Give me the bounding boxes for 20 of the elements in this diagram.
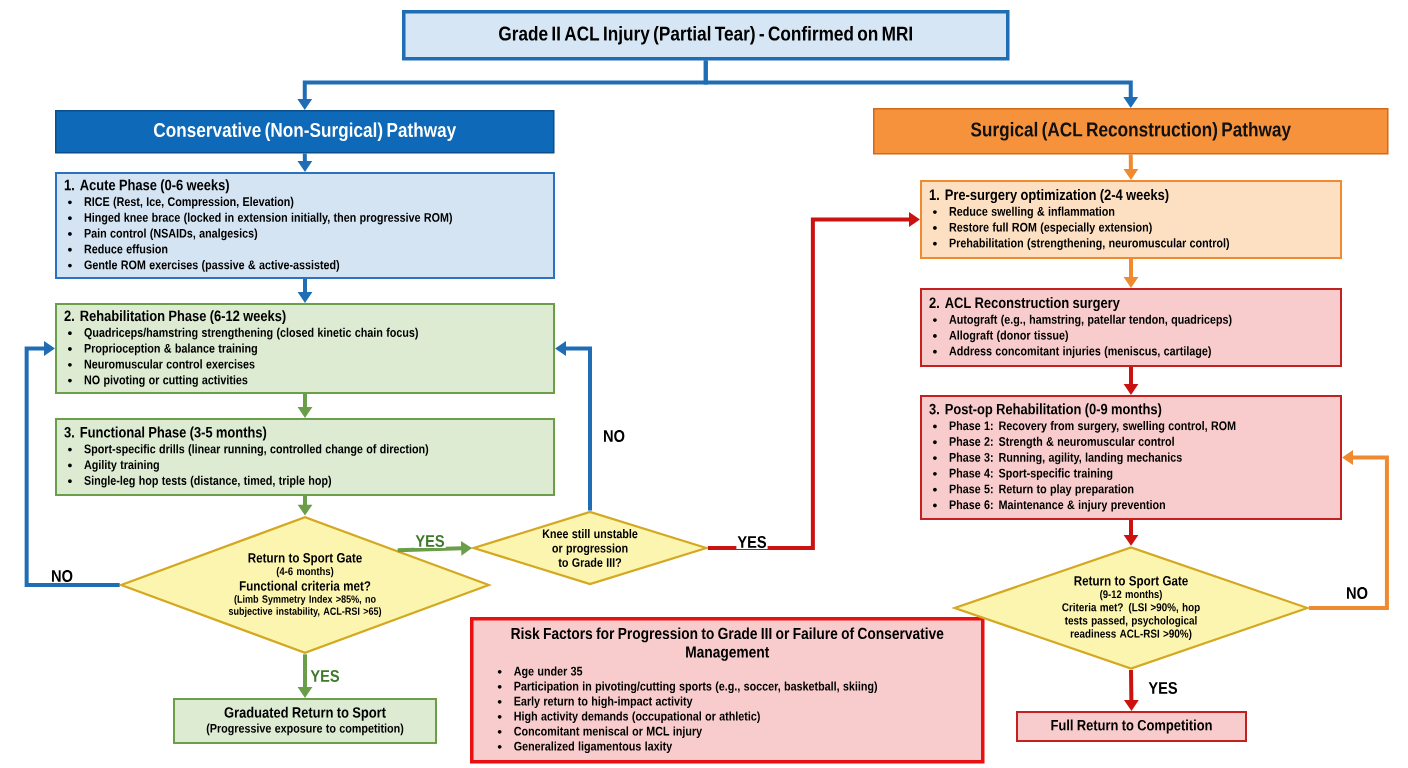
risk-factor-box: Risk Factors for Progression to Grade III or Failure of Conservative Management Age under 35 Participation in pivoting/cutting sports (e.g., soccer, basketball, skiing) Early return to high-impact activity High activity demands (occupational or athletic) Concomitant meniscal or MCL injury Generalized ligamentous laxity xyxy=(470,617,985,764)
edge-label: NO xyxy=(50,569,74,583)
outcome-box: Full Return to Competition xyxy=(1016,711,1247,742)
phase-box: 1. Pre-surgery optimization (2-4 weeks) Reduce swelling & inflammation Restore full ROM (especially extension) Prehabilitation (strengthening, neuromuscular control) xyxy=(920,180,1342,259)
edge-label: NO xyxy=(602,429,626,443)
edge-label: YES xyxy=(1147,681,1179,695)
pathway-header: Surgical (ACL Reconstruction) Pathway xyxy=(873,108,1389,155)
pathway-header: Conservative (Non-Surgical) Pathway xyxy=(55,110,555,154)
outcome-box: Graduated Return to Sport (Progressive exposure to competition) xyxy=(173,698,437,744)
phase-box: 1. Acute Phase (0-6 weeks) RICE (Rest, Ice, Compression, Elevation) Hinged knee brace (locked in extension initially, then progressive ROM) Pain control (NSAIDs, analgesics) Reduce effusion Gentle ROM exercises (passive & active-assisted) xyxy=(55,172,555,279)
edge-label: NO xyxy=(1345,586,1369,600)
edge-label: YES xyxy=(414,534,446,548)
edge-label: YES xyxy=(736,535,768,549)
phase-box: 3. Post-op Rehabilitation (0-9 months) Phase 1: Recovery from surgery, swelling control, ROM Phase 2: Strength & neuromuscular control Phase 3: Running, agility, landing mechanics Phase 4: Sport-specific training Phase 5: Return to play preparation Phase 6: Maintenance & injury prevention xyxy=(920,395,1342,520)
edge-label: YES xyxy=(309,668,341,683)
phase-box: 3. Functional Phase (3-5 months) Sport-specific drills (linear running, controlled change of direction) Agility training Single-leg hop tests (distance, timed, triple hop) xyxy=(55,418,555,496)
arrow xyxy=(24,341,120,587)
title-box: Grade II ACL Injury (Partial Tear) - Confirmed on MRI xyxy=(402,10,1010,61)
phase-box: 2. ACL Reconstruction surgery Autograft (e.g., hamstring, patellar tendon, quadriceps) Allograft (donor tissue) Address concomitant injuries (meniscus, cartilage) xyxy=(920,288,1342,367)
phase-box: 2. Rehabilitation Phase (6-12 weeks) Quadriceps/hamstring strengthening (closed kinetic chain focus) Proprioception & balance training Neuromuscular control exercises NO pivoting or cutting activities xyxy=(55,303,555,394)
